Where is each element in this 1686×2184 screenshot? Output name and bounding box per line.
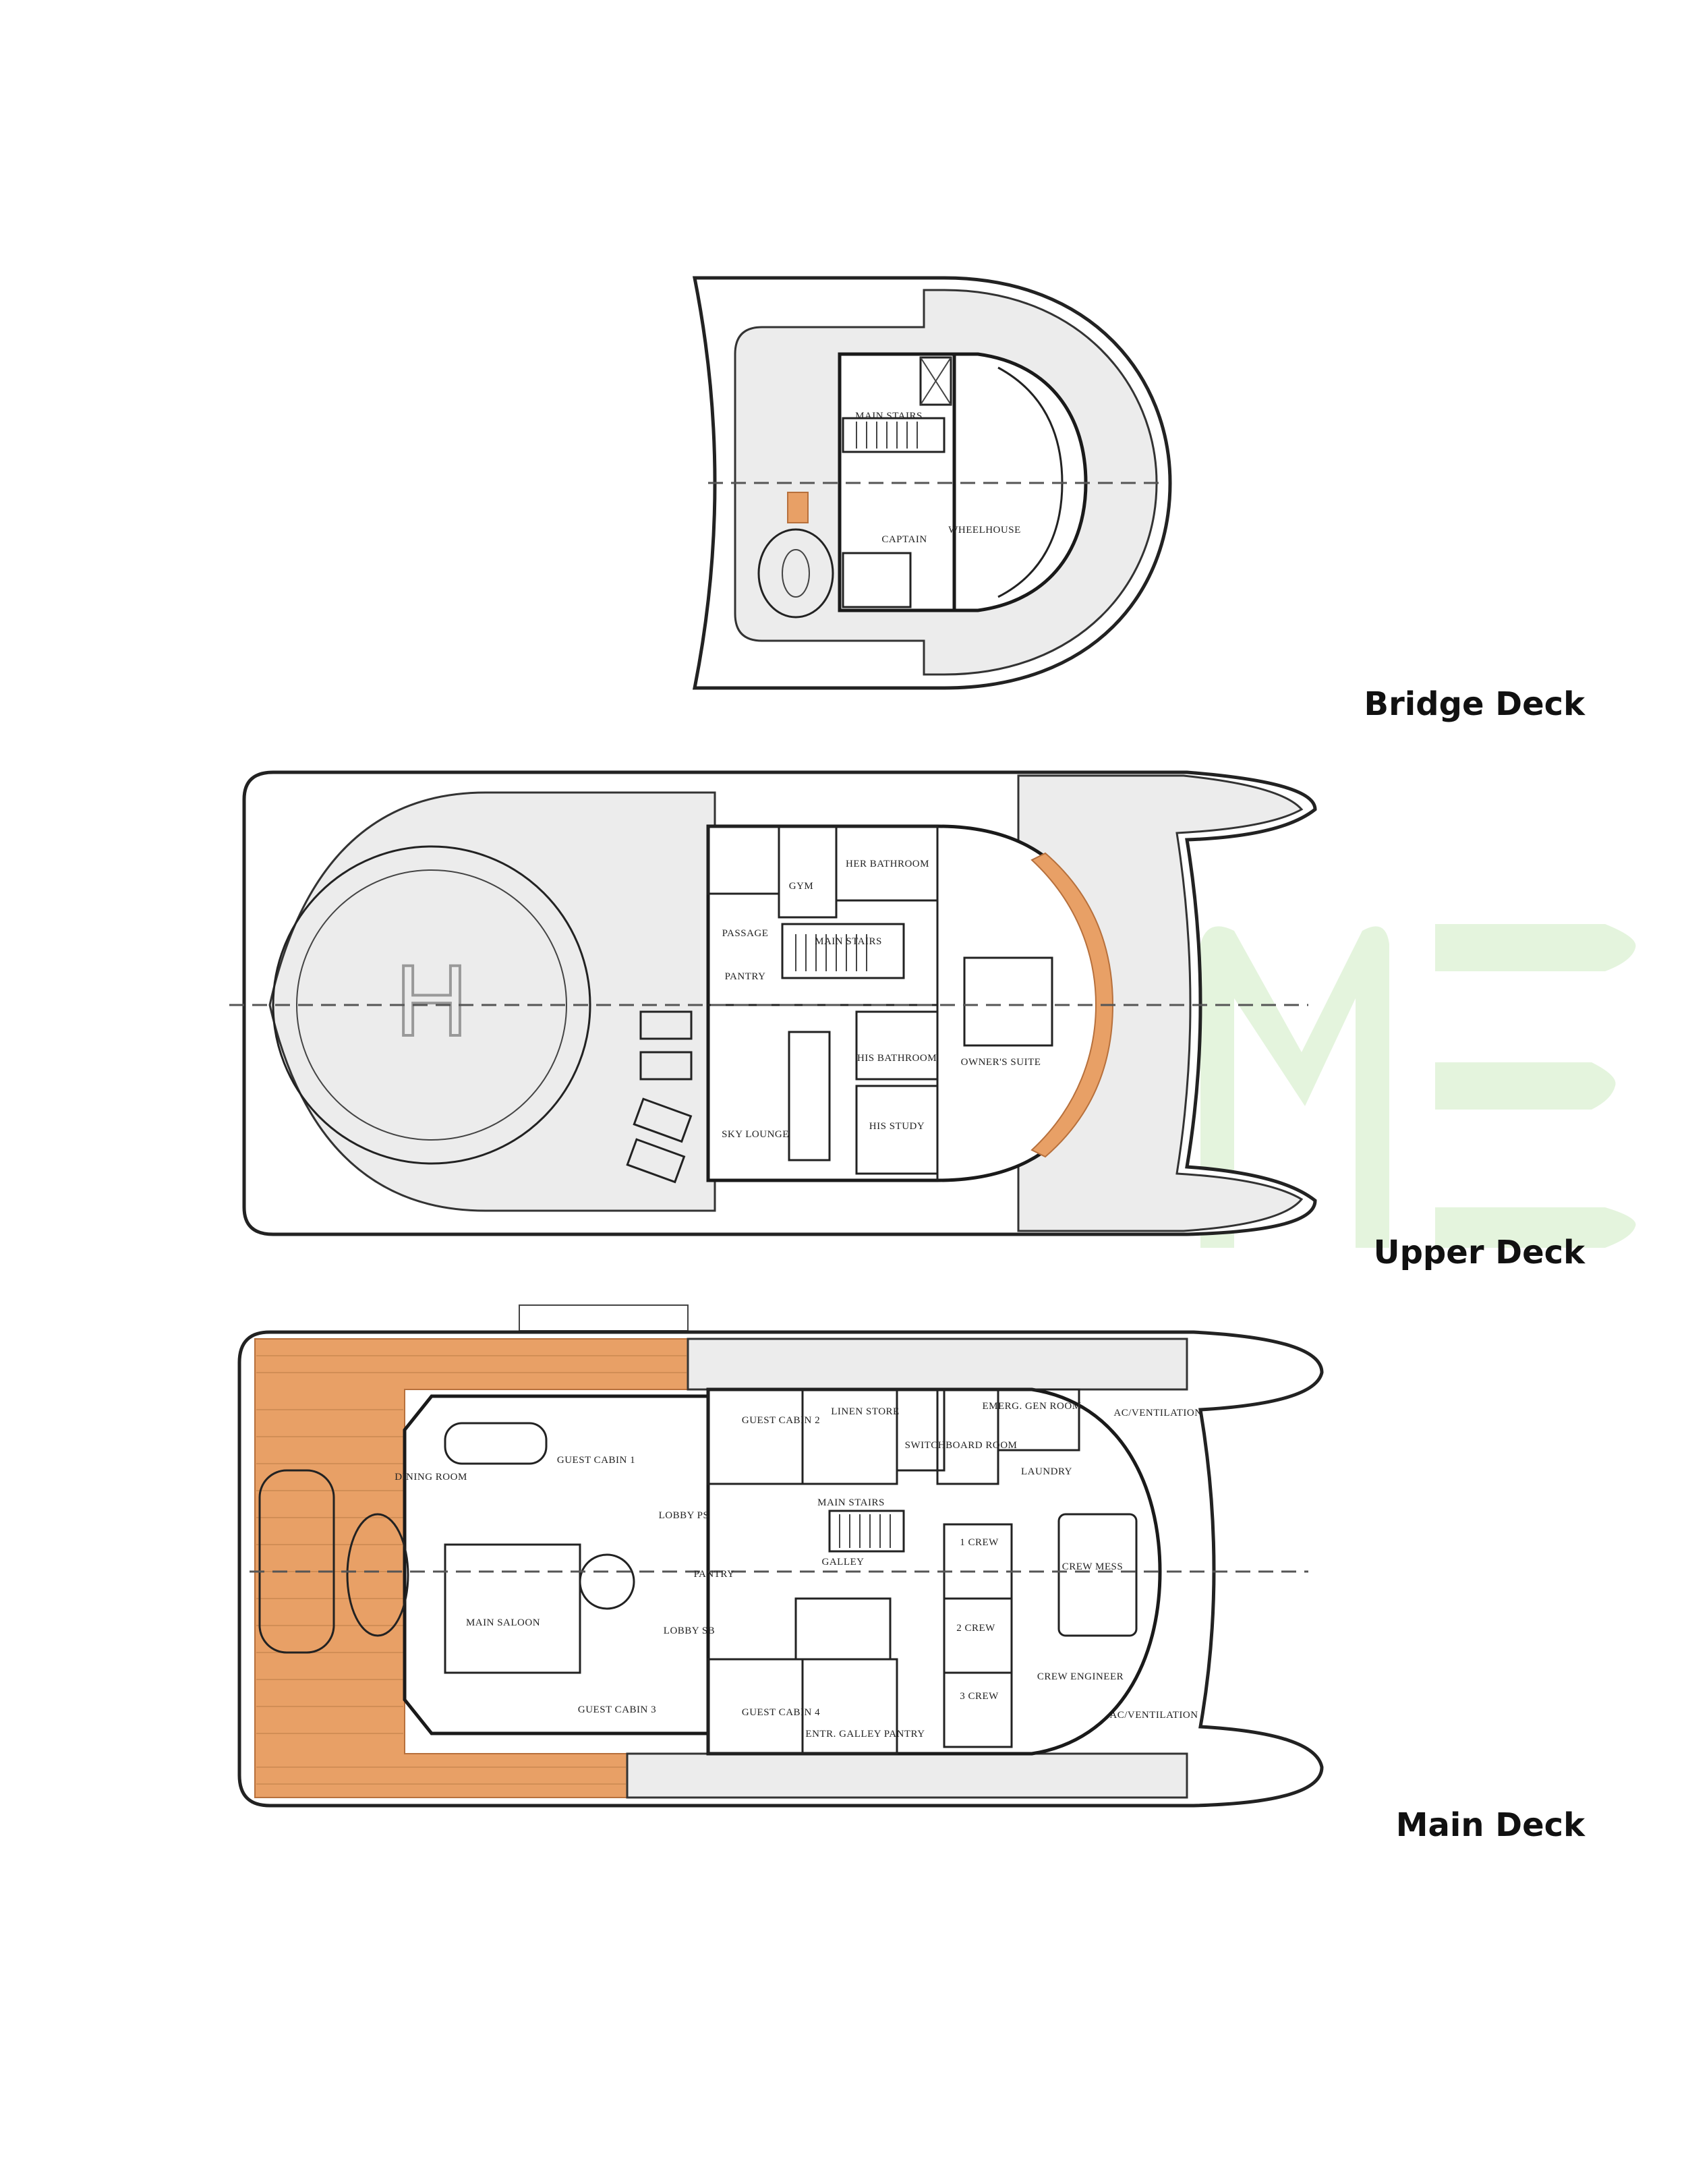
room-label: GUEST CABIN 1 [557,1455,635,1466]
room-label: SWITCHBOARD ROOM [905,1440,1018,1451]
sun-loungers [626,1010,693,1184]
room-label: LOBBY PS [659,1510,709,1521]
room-label: 3 CREW [960,1691,999,1702]
tender-boat [258,1469,335,1654]
room-label: CREW MESS [1062,1561,1124,1572]
dining-table [444,1422,548,1465]
room-label: AC/VENTILATION [1113,1408,1202,1418]
room-label: 1 CREW [960,1537,999,1548]
room-label: CAPTAIN [881,534,927,545]
main-deck-interior [706,1387,1162,1756]
upper-deck-exterior [1017,774,1304,1232]
room-label: GYM [789,881,814,892]
room-label: GALLEY [822,1557,865,1568]
room-label: EMERG. GEN ROOM [982,1401,1081,1412]
bridge-deck-plan: MAIN STAIRS CAPTAIN WHEELHOUSE [692,276,1172,690]
room-label: LAUNDRY [1021,1466,1072,1477]
room-label: CREW ENGINEER [1037,1671,1124,1682]
room-label: PANTRY [725,971,766,982]
room-label: ENTR. GALLEY PANTRY [805,1729,925,1740]
helideck-area [268,791,716,1212]
upper-deck-title: Upper Deck [1374,1234,1586,1271]
teak-planking [256,1355,687,1785]
room-label: PANTRY [694,1569,735,1580]
room-label: MAIN STAIRS [815,936,882,947]
room-label: DINING ROOM [395,1472,467,1483]
main-deck-title: Main Deck [1396,1806,1586,1844]
main-saloon-room [403,1394,710,1735]
room-label: AC/VENTILATION [1109,1710,1198,1721]
upper-deck-plan: H GYM HER BATHROOM PASSAGE MAIN STAIRS P… [229,770,1317,1236]
round-table [579,1553,635,1610]
boarding-gangway [519,1304,689,1331]
saloon-seating [444,1543,581,1674]
owners-bed [963,956,1053,1047]
room-label: 2 CREW [956,1623,995,1634]
main-deck-plan: DINING ROOM MAIN SALOON GUEST CABIN 1 GU… [237,1304,1324,1808]
crew-mess-seating [1057,1513,1138,1637]
room-label: OWNER'S SUITE [961,1057,1041,1068]
room-label: WHEELHOUSE [948,525,1020,536]
room-label: SKY LOUNGE [722,1129,789,1140]
room-label: GUEST CABIN 4 [742,1707,820,1718]
bridge-deck-title: Bridge Deck [1364,685,1586,723]
room-label: HIS STUDY [869,1121,925,1132]
helipad-h-marking: H [395,944,468,1057]
room-label: HER BATHROOM [846,859,929,869]
upper-teak-balcony [1030,852,1114,1158]
aft-lounge-table [346,1513,409,1637]
room-label: MAIN STAIRS [817,1497,885,1508]
room-label: HIS BATHROOM [857,1053,937,1064]
room-label: LINEN STORE [831,1406,899,1417]
watermark-logo [1200,924,1636,1248]
room-label: PASSAGE [722,928,769,939]
room-label: GUEST CABIN 2 [742,1415,820,1426]
room-label: MAIN SALOON [466,1617,540,1628]
helipad-circle [272,845,591,1165]
jacuzzi [757,528,834,619]
bridge-teak-steps [787,492,809,523]
room-label: GUEST CABIN 3 [578,1704,656,1715]
room-label: MAIN STAIRS [855,411,923,422]
room-label: LOBBY SB [664,1626,715,1636]
